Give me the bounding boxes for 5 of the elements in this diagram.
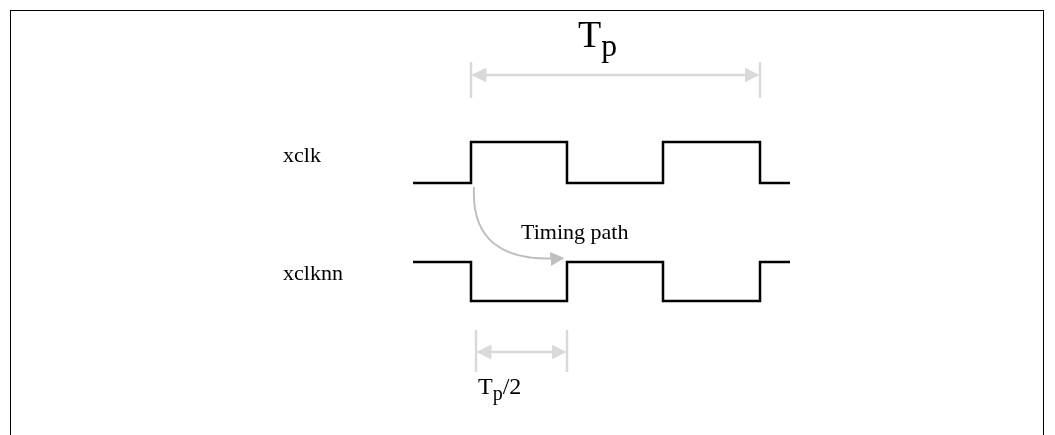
signal-name: xclk	[283, 143, 321, 168]
dimension-label: T$_{p}$	[578, 14, 618, 64]
dimension-label: T$_{p}$/2	[478, 373, 522, 404]
arrow	[473, 186, 565, 266]
signal-name: xclknn	[283, 261, 343, 286]
